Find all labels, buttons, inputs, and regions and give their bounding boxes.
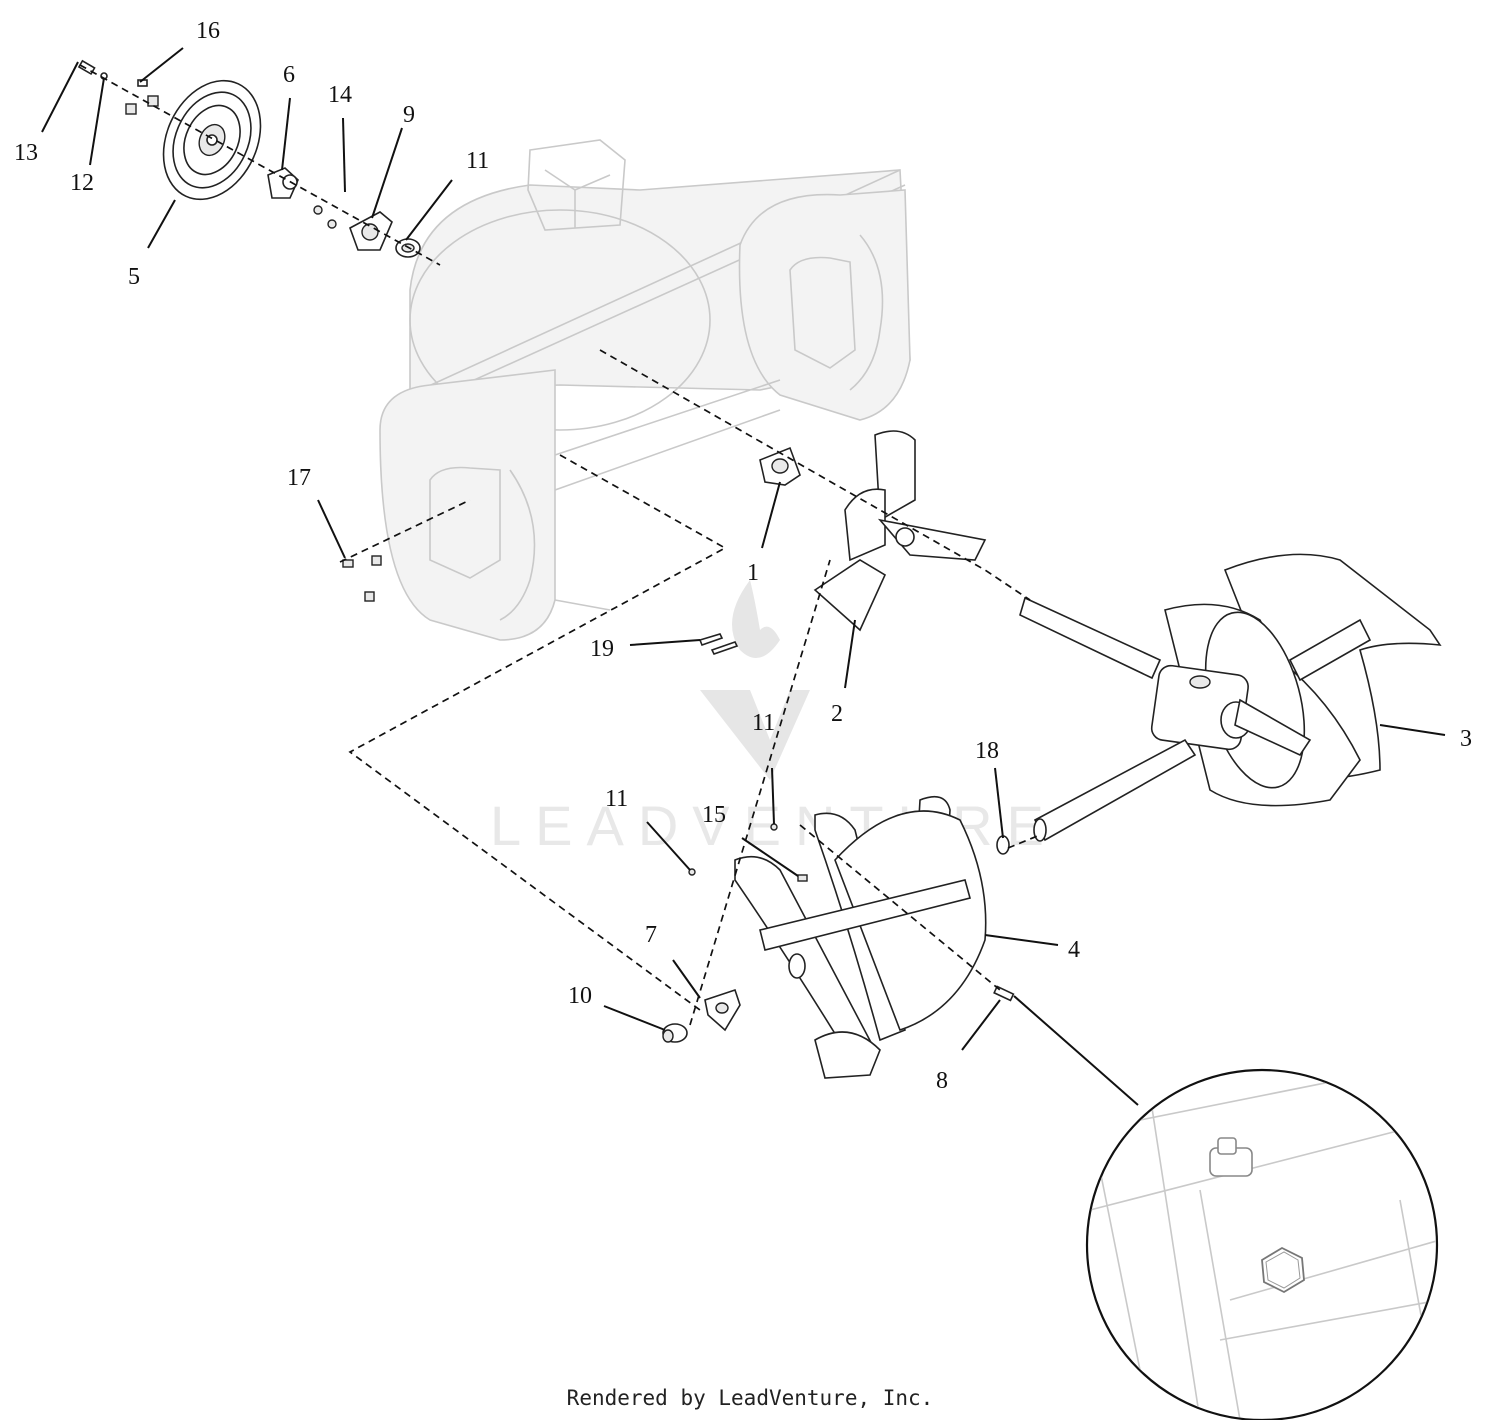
callout-5: 5 [128, 264, 140, 290]
callout-8: 8 [936, 1068, 948, 1094]
callout-12: 11 [466, 148, 489, 174]
callout-19: 18 [975, 738, 999, 764]
callout-3: 3 [1460, 726, 1472, 752]
callout-10: 10 [568, 983, 592, 1009]
callout-20: 19 [590, 636, 614, 662]
auger-part-4 [734, 795, 987, 1079]
leader-lines [41, 47, 1446, 1051]
detail-magnified-view [1013, 995, 1439, 1420]
callout-11-top: 11 [752, 710, 775, 736]
assembly-dashed-lines [79, 64, 1041, 1026]
pulley-part-5 [162, 79, 262, 201]
callout-labels: 13 12 16 5 6 14 9 11 17 1 2 19 3 11 18 1… [14, 18, 1472, 1094]
bushing-part-10 [662, 1023, 688, 1043]
bracket-part-7 [704, 988, 741, 1032]
callout-16: 15 [702, 802, 726, 828]
callout-13: 12 [70, 170, 94, 196]
callout-18: 17 [287, 465, 311, 491]
flange-part-6 [267, 167, 337, 229]
impeller-part-2 [813, 430, 987, 632]
callout-11-left: 11 [605, 786, 628, 812]
callout-15: 14 [328, 82, 352, 108]
callout-2: 2 [831, 701, 843, 727]
bearing-flange-part-1 [759, 446, 801, 486]
footer-credit: Rendered by LeadVenture, Inc. [566, 1386, 934, 1410]
auger-assembly-part-3 [1019, 553, 1442, 842]
callout-17: 16 [196, 18, 220, 44]
auger-housing [379, 139, 911, 641]
pulley-fasteners [77, 59, 159, 115]
callout-7: 7 [645, 922, 657, 948]
callout-4: 4 [1068, 937, 1080, 963]
callout-6: 6 [283, 62, 295, 88]
callout-9: 9 [403, 102, 415, 128]
callout-1: 1 [747, 560, 759, 586]
callout-14: 13 [14, 140, 38, 166]
